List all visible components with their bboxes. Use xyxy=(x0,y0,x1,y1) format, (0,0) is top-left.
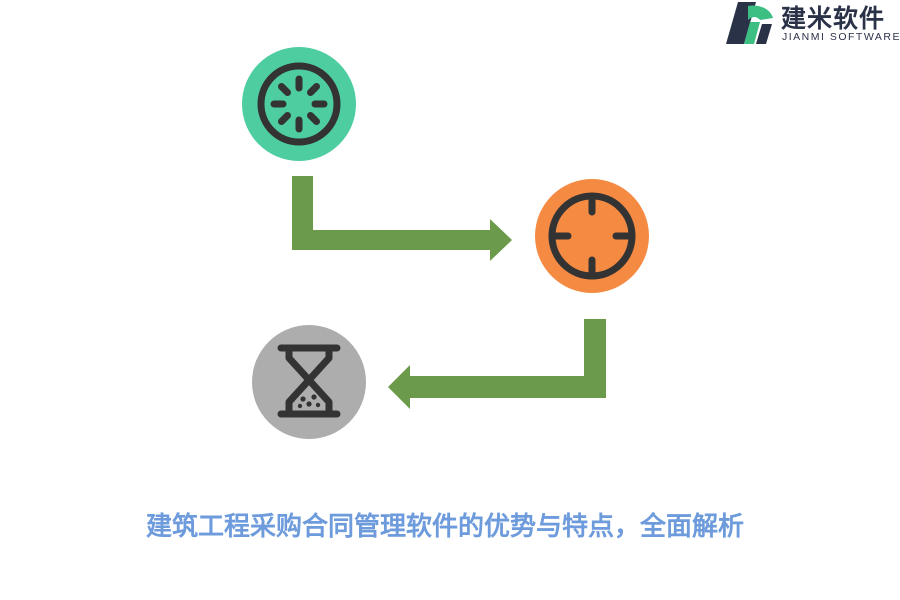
hourglass-icon xyxy=(277,344,341,418)
flow-arrow-right xyxy=(292,176,512,261)
node-target xyxy=(535,179,649,293)
page-caption: 建筑工程采购合同管理软件的优势与特点，全面解析 xyxy=(146,512,745,542)
logo-english-text: JIANMI SOFTWARE xyxy=(782,31,900,43)
logo-chinese-text: 建米软件 xyxy=(781,4,886,33)
loading-spinner-icon xyxy=(257,62,341,146)
hourglass-sand xyxy=(297,394,321,409)
brand-logo: 建米软件 JIANMI SOFTWARE xyxy=(726,0,900,46)
node-end xyxy=(252,325,366,439)
crosshair-target-icon xyxy=(548,192,636,280)
jianmi-logo-icon xyxy=(726,2,773,44)
node-start xyxy=(242,47,356,161)
flow-arrow-left xyxy=(388,319,606,409)
